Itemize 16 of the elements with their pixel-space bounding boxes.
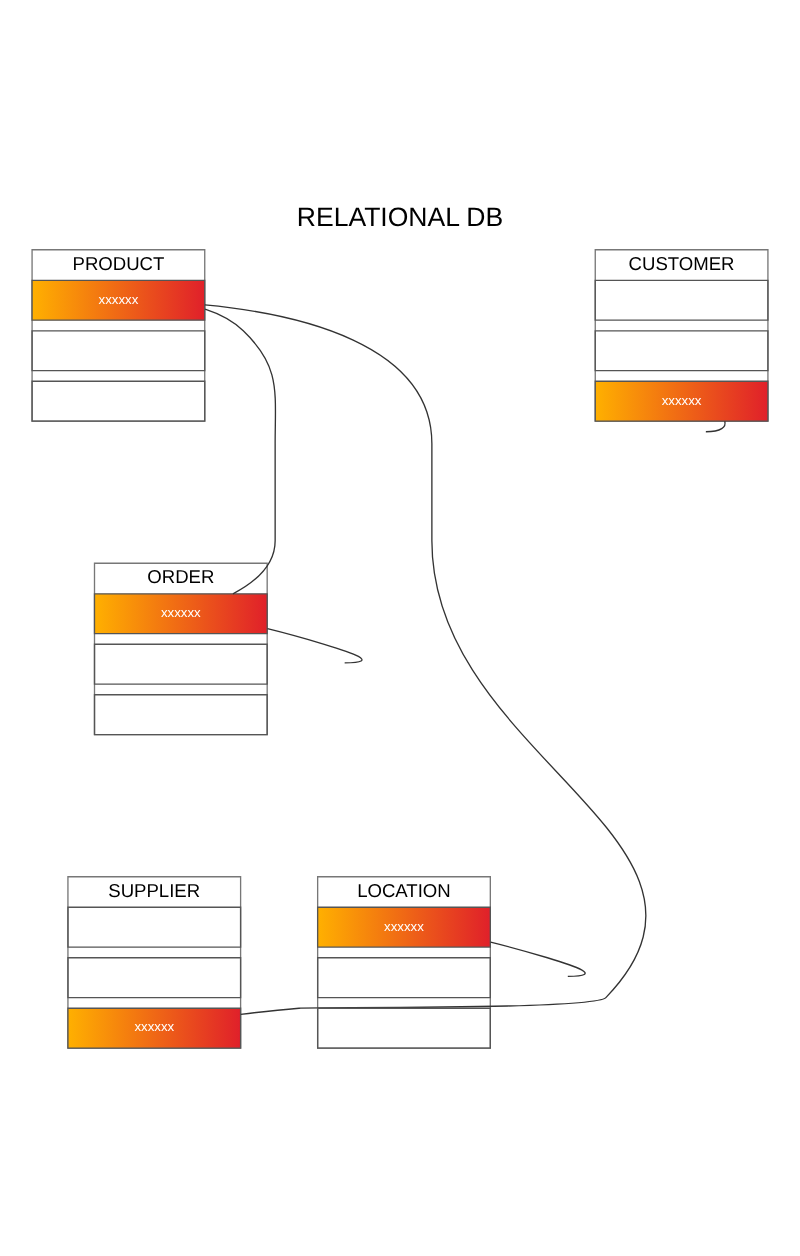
node-box — [594, 278, 769, 320]
connector — [204, 303, 647, 1015]
node-box — [31, 329, 206, 371]
node-box — [31, 379, 206, 421]
node-box — [317, 956, 491, 998]
connector — [705, 419, 726, 432]
node-box — [67, 905, 242, 947]
node-box — [594, 329, 769, 371]
connector — [266, 627, 363, 663]
connector — [204, 307, 277, 594]
connector — [489, 940, 586, 976]
node-box — [317, 1006, 491, 1048]
node-box — [93, 693, 268, 735]
node-box — [93, 642, 268, 684]
diagram-title: RELATIONAL DB — [296, 200, 504, 231]
node-box — [67, 956, 242, 998]
